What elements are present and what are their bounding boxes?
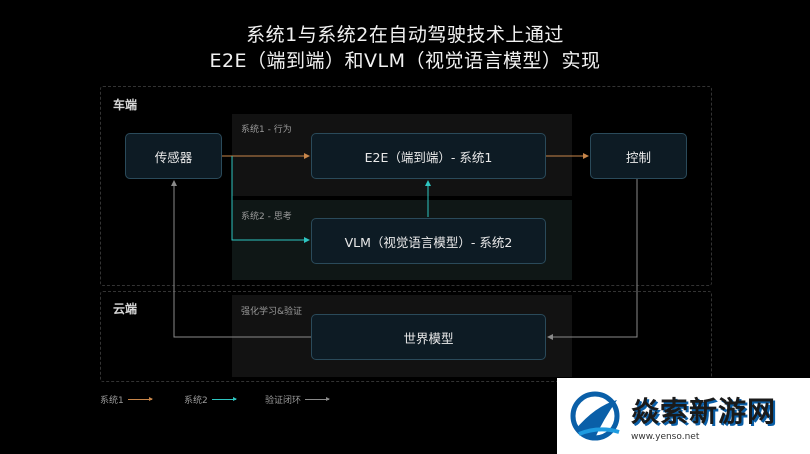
- vehicle-region: [100, 86, 712, 286]
- legend-system1-line: [127, 397, 153, 401]
- watermark: 焱索新游网 www.yenso.net: [557, 378, 810, 454]
- legend-loop-line: [305, 397, 331, 401]
- watermark-name: 焱索新游网: [631, 395, 777, 428]
- sensor-to-vlm-arrow: [231, 156, 310, 243]
- vehicle-region-label: 车端: [113, 98, 138, 112]
- control-node: 控制: [590, 133, 687, 179]
- watermark-logo-icon: [565, 386, 625, 446]
- control-to-world-arrow: [547, 179, 638, 340]
- e2e-node: E2E（端到端）- 系统1: [311, 133, 546, 179]
- watermark-url: www.yenso.net: [631, 432, 700, 442]
- legend-system2: 系统2: [184, 393, 237, 406]
- world-model-node: 世界模型: [311, 314, 546, 360]
- world-to-sensor-arrow: [171, 180, 311, 338]
- legend-system1-label: 系统1: [100, 396, 124, 406]
- diagram-title-line1: 系统1与系统2在自动驾驶技术上通过: [246, 24, 564, 46]
- legend-system2-line: [211, 397, 237, 401]
- diagram-title-line2: E2E（端到端）和VLM（视觉语言模型）实现: [209, 50, 601, 72]
- legend-system1: 系统1: [100, 393, 153, 406]
- cloud-region-label: 云端: [113, 302, 138, 316]
- cloud-region: [100, 291, 712, 382]
- legend-loop: 验证闭环: [265, 393, 331, 406]
- system1-zone-label: 系统1 - 行为: [241, 125, 292, 135]
- vlm-node: VLM（视觉语言模型）- 系统2: [311, 218, 546, 264]
- system2-zone-label: 系统2 - 思考: [241, 212, 292, 222]
- sensor-node: 传感器: [125, 133, 222, 179]
- legend-system2-label: 系统2: [184, 396, 208, 406]
- rl-zone-label: 强化学习&验证: [241, 307, 303, 317]
- legend-loop-label: 验证闭环: [265, 396, 302, 406]
